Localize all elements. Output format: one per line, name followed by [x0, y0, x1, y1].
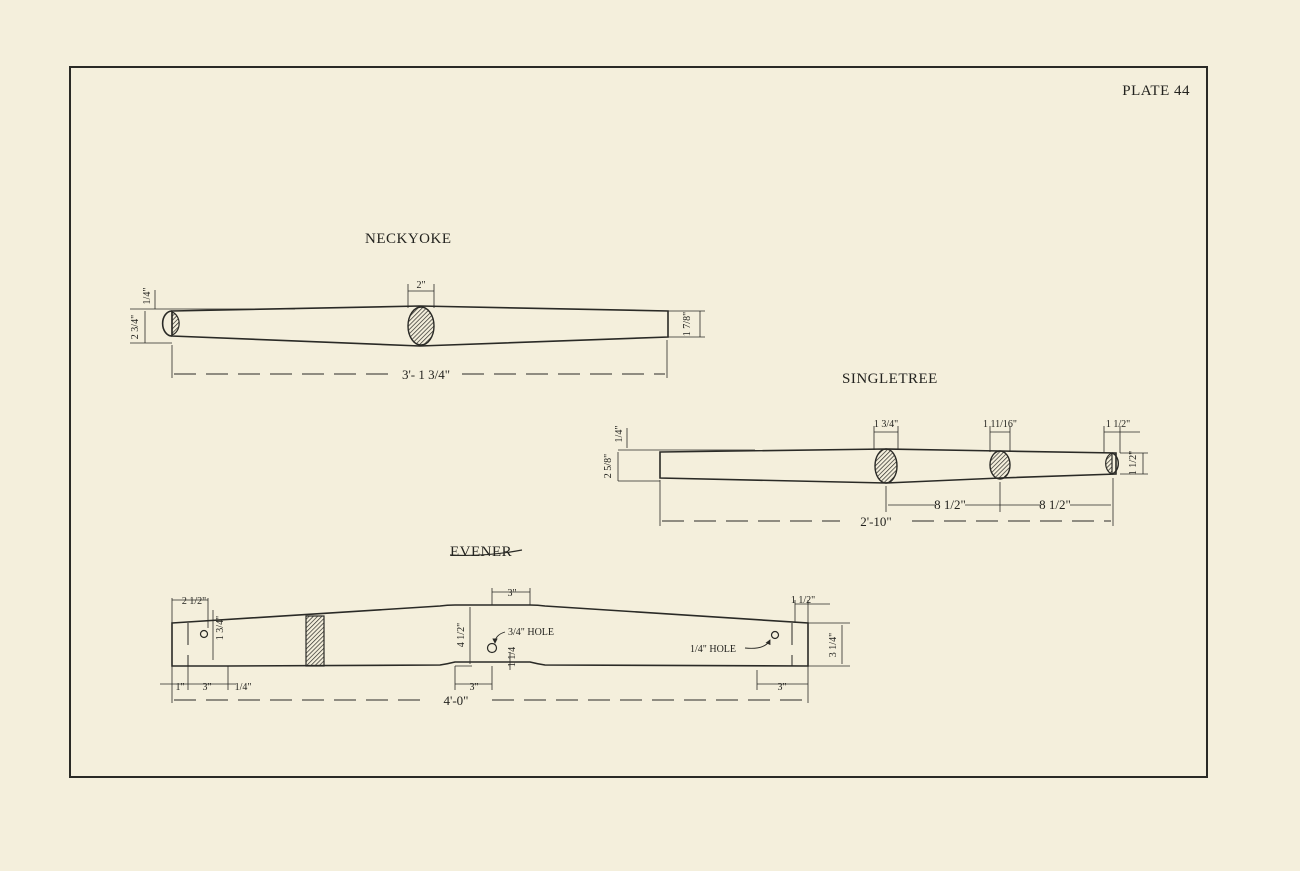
singletree-end-section	[1105, 452, 1113, 475]
neckyoke-title: NECKYOKE	[365, 231, 452, 247]
singletree-body	[659, 448, 1117, 484]
evener-drawing: EVENER	[160, 544, 850, 708]
evener-bottom-c-dim: 1/4"	[235, 682, 252, 693]
singletree-top-small-dim: 1/4"	[614, 426, 625, 443]
neckyoke-top-small-dim: 1/4"	[142, 288, 153, 305]
evener-center-hole-offset-dim: 1 1/4	[507, 647, 518, 667]
evener-section	[305, 615, 325, 667]
neckyoke-center-section	[407, 306, 435, 346]
neckyoke-end-section	[171, 311, 180, 336]
singletree-center-section	[874, 448, 898, 484]
singletree-spacing-left-dim: 8 1/2"	[934, 497, 966, 512]
evener-left-width-dim: 2 1/2"	[182, 596, 206, 607]
plate-label: PLATE 44	[1122, 83, 1190, 99]
singletree-center-width-dim: 1 3/4"	[874, 419, 898, 430]
evener-center-hole-note: 3/4" HOLE	[508, 627, 554, 638]
evener-left-hole-height-dim: 1 3/4"	[215, 616, 226, 640]
singletree-mid-section	[989, 450, 1011, 480]
evener-bottom-a-dim: 1"	[175, 682, 184, 693]
evener-center-width-dim: 3"	[507, 588, 516, 599]
evener-end-hole-note: 1/4" HOLE	[690, 644, 736, 655]
evener-bottom-b-dim: 3"	[202, 682, 211, 693]
evener-overall-dim: 4'-0"	[444, 693, 469, 708]
plate-frame	[69, 66, 1208, 778]
singletree-overall-dim: 2'-10"	[860, 514, 891, 529]
singletree-drawing: SINGLETREE 1/4" 2 5/8" 1 3/4	[603, 371, 1148, 529]
evener-right-height-dim: 3 1/4"	[828, 633, 839, 657]
neckyoke-end-right-dim: 1 7/8"	[682, 312, 693, 336]
evener-center-height-dim: 4 1/2"	[456, 623, 467, 647]
evener-bottom-center-dim: 3"	[469, 682, 478, 693]
neckyoke-drawing: NECKYOKE 1/4" 2 3/4" 2" 1 7/8" 3'- 1 3/4…	[130, 231, 705, 382]
evener-right-width-dim: 1 1/2"	[791, 595, 815, 606]
neckyoke-end-height-dim: 2 3/4"	[130, 315, 141, 339]
singletree-mid-width-dim: 1 11/16"	[983, 419, 1017, 430]
singletree-end-width-dim: 1 1/2"	[1106, 419, 1130, 430]
neckyoke-center-width-dim: 2"	[416, 280, 425, 291]
neckyoke-overall-dim: 3'- 1 3/4"	[402, 367, 450, 382]
evener-body	[171, 604, 809, 667]
evener-bottom-right-dim: 3"	[777, 682, 786, 693]
singletree-right-height-dim: 1 1/2"	[1128, 451, 1139, 475]
singletree-spacing-right-dim: 8 1/2"	[1039, 497, 1071, 512]
singletree-end-height-dim: 2 5/8"	[603, 454, 614, 478]
evener-title: EVENER	[450, 544, 512, 560]
singletree-title: SINGLETREE	[842, 371, 938, 387]
